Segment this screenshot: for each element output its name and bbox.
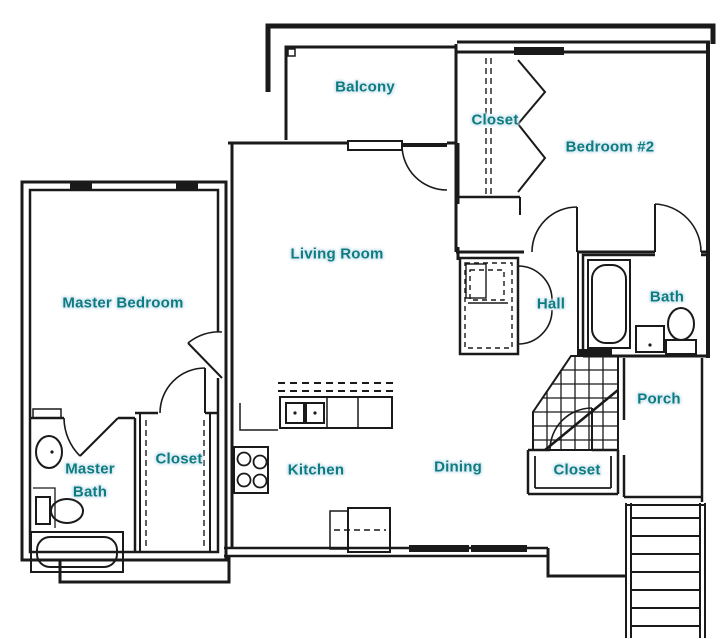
window <box>471 545 527 552</box>
bath2-door-swing <box>654 203 702 253</box>
bath-door-leaf <box>79 417 119 457</box>
window <box>176 183 198 191</box>
balcony-walls <box>228 45 457 191</box>
master-door-swing <box>187 331 223 344</box>
room-label-porch: Porch <box>637 390 681 408</box>
utility-door-swing <box>517 309 553 345</box>
bedroom2-walls <box>454 44 708 254</box>
porch-walls <box>622 358 704 502</box>
range-burners <box>236 451 252 467</box>
bifold-doors <box>516 59 547 193</box>
sliding-door <box>347 140 403 151</box>
room-label-closet-master: Closet <box>155 450 203 468</box>
room-label-bedroom2: Bedroom #2 <box>565 138 655 156</box>
stair-cut-line <box>544 389 619 451</box>
interior-staircase <box>532 355 619 451</box>
toilet-base <box>665 339 697 355</box>
window <box>514 47 564 55</box>
outer-walls <box>265 23 716 358</box>
hall-walls <box>456 143 553 356</box>
master-closet-walls <box>135 367 218 552</box>
window <box>409 545 469 552</box>
room-label-kitchen: Kitchen <box>287 461 345 479</box>
washer-dryer-utility <box>464 262 513 349</box>
room-label-dining: Dining <box>434 458 482 476</box>
room-label-master-bath: Master Bath <box>65 460 115 501</box>
room-label-closet-bedroom2: Closet <box>471 111 519 129</box>
counter <box>279 396 393 429</box>
bathtub <box>30 531 124 573</box>
toilet <box>667 307 695 341</box>
exterior-staircase <box>625 503 706 638</box>
window <box>70 183 92 191</box>
room-label-closet-entry: Closet <box>553 461 601 479</box>
bottom-walls <box>58 545 626 584</box>
toilet <box>50 498 84 524</box>
range <box>233 446 269 494</box>
bath-walls <box>577 203 708 358</box>
closet-door-swing <box>159 367 206 414</box>
room-label-living-room: Living Room <box>290 245 384 263</box>
utility-door-swing <box>517 265 553 301</box>
vanity-sink <box>35 435 63 469</box>
room-label-balcony: Balcony <box>335 78 395 96</box>
master-door-leaf <box>187 342 223 379</box>
master-bath-walls <box>30 408 137 573</box>
kitchen-fixtures <box>233 382 393 553</box>
room-label-hall: Hall <box>536 295 566 313</box>
shelf <box>32 408 62 419</box>
entry-closet-walls <box>526 407 620 496</box>
bathtub <box>587 259 631 349</box>
room-label-master-bedroom: Master Bedroom <box>62 294 184 312</box>
window <box>578 349 612 356</box>
room-label-bath: Bath <box>649 288 685 306</box>
closet-door-swing <box>549 407 593 451</box>
toilet-tank <box>35 496 51 525</box>
balcony-door-swing <box>401 144 448 191</box>
vanity-sink <box>635 325 665 353</box>
double-kitchen-sink <box>285 402 305 424</box>
bath-door-swing <box>63 417 81 457</box>
bedroom2-door-swing <box>531 206 578 253</box>
utility-closet <box>458 256 520 356</box>
